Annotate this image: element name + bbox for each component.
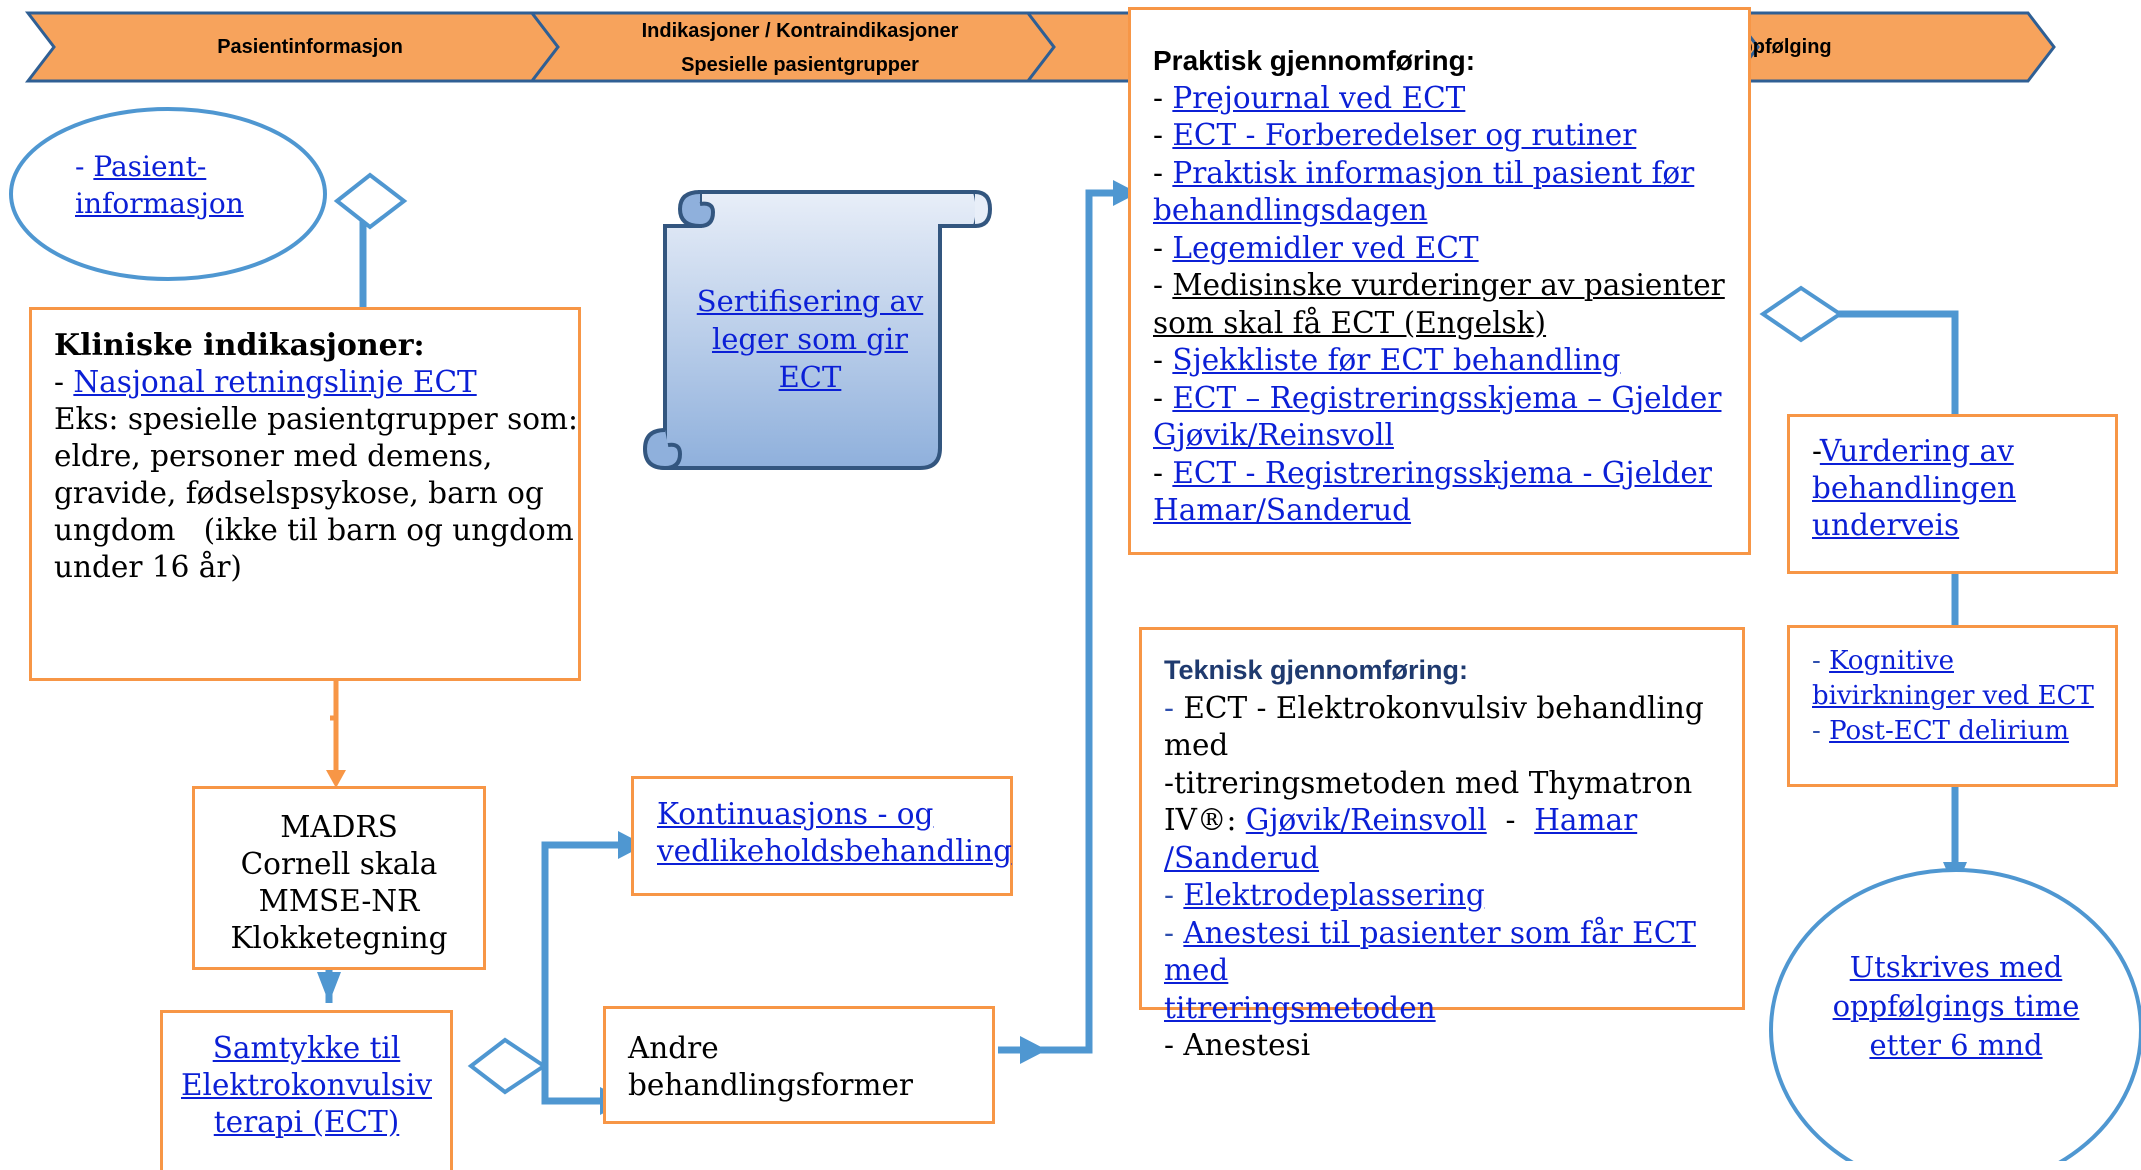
- teknisk-t3-sep: -: [1486, 803, 1535, 837]
- banner-stage-oppfolging-label: Oppfølging: [1745, 36, 1832, 58]
- praktisk-dash: -: [1153, 455, 1173, 490]
- praktisk-info-link[interactable]: Praktisk informasjon til pasient før: [1172, 155, 1695, 190]
- teknisk-dash: -: [1164, 690, 1184, 725]
- kliniske-line: under 16 år): [54, 550, 242, 584]
- post-ect-delirium-link[interactable]: Post-ECT delirium: [1829, 716, 2070, 746]
- registreringsskjema-hamar-link[interactable]: ECT - Registreringsskjema - Gjelder: [1172, 455, 1712, 490]
- andre-behandlingsformer-box: Andre behandlingsformer: [603, 1006, 995, 1124]
- banner-stage-indikasjoner[interactable]: Indikasjoner / Kontraindikasjoner Spesie…: [570, 14, 1030, 82]
- pasientinfo-prefix: -: [75, 150, 94, 183]
- andre-line1: Andre: [628, 1031, 719, 1065]
- utskrives-ellipse: [1769, 868, 2141, 1161]
- samtykke-box: Samtykke til Elektrokonvulsiv terapi (EC…: [160, 1010, 453, 1170]
- scale-klokketegning: Klokketegning: [230, 921, 448, 955]
- kliniske-title: Kliniske indikasjoner:: [54, 328, 425, 363]
- praktisk-dash: -: [1153, 80, 1173, 115]
- utskrives-link-line2[interactable]: oppfølgings time: [1832, 989, 2080, 1023]
- banner-stage-oppfolging[interactable]: Oppfølging: [1745, 30, 1875, 64]
- pasientinfo-ellipse: [9, 107, 327, 281]
- banner-stage-pasientinformasjon[interactable]: Pasientinformasjon: [217, 36, 403, 58]
- utskrives-link[interactable]: Utskrives med: [1849, 950, 2063, 984]
- thymatron-hamar-link[interactable]: Hamar: [1534, 803, 1638, 837]
- teknisk-t2: -titreringsmetoden med Thymatron: [1164, 765, 1693, 800]
- vurdering-prefix: -: [1812, 434, 1820, 468]
- banner-chevron-4: [1728, 11, 2056, 83]
- bivirkninger-box: - Kognitive bivirkninger ved ECT - Post-…: [1787, 625, 2118, 787]
- teknisk-t1: ECT - Elektrokonvulsiv behandling med: [1164, 690, 1704, 763]
- kontinuasjon-box: Kontinuasjons - og vedlikeholdsbehandlin…: [631, 776, 1013, 896]
- praktisk-dash: -: [1153, 230, 1173, 265]
- scroll-shape: [642, 190, 993, 471]
- bivirkning-dash: -: [1812, 646, 1830, 676]
- praktisk-gjennomforing-box: Praktisk gjennomføring: - Prejournal ved…: [1128, 7, 1751, 555]
- pasientinfo-link[interactable]: Pasient-: [93, 150, 207, 183]
- kontinuasjon-link-line2[interactable]: vedlikeholdsbehandling: [657, 834, 1012, 868]
- praktisk-dash: -: [1153, 343, 1173, 377]
- pasientinfo-link-line2[interactable]: informasjon: [75, 187, 244, 220]
- scale-mmse: MMSE-NR: [258, 884, 420, 918]
- sertifisering-text: Sertifisering av leger som gir ECT: [680, 282, 940, 396]
- medisinske-vurderinger-link-line2[interactable]: som skal få ECT (Engelsk): [1153, 305, 1547, 340]
- praktisk-dash: -: [1153, 118, 1173, 152]
- kliniske-line: gravide, fødselspsykose, barn og: [54, 476, 544, 510]
- teknisk-title: Teknisk gjennomføring:: [1164, 655, 1469, 685]
- bivirkning-dash: -: [1812, 716, 1830, 746]
- decision-diamond-right: [1759, 285, 1844, 343]
- samtykke-link-line2[interactable]: Elektrokonvulsiv: [181, 1068, 432, 1102]
- forberedelser-link[interactable]: ECT - Forberedelser og rutiner: [1172, 118, 1637, 152]
- teknisk-anestesi: - Anestesi: [1164, 1028, 1311, 1062]
- kliniske-line: eldre, personer med demens,: [54, 439, 493, 473]
- medisinske-vurderinger-link[interactable]: Medisinske vurderinger av pasienter: [1172, 268, 1725, 302]
- legemidler-link[interactable]: Legemidler ved ECT: [1172, 230, 1479, 265]
- samtykke-link-line3[interactable]: terapi (ECT): [213, 1105, 400, 1139]
- vurdering-link-line3[interactable]: underveis: [1812, 508, 1960, 542]
- andre-line2: behandlingsformer: [628, 1068, 914, 1102]
- teknisk-dash: -: [1164, 915, 1184, 950]
- registreringsskjema-hamar-link-line2[interactable]: Hamar/Sanderud: [1153, 493, 1412, 527]
- banner-stage-indikasjoner-line1: Indikasjoner / Kontraindikasjoner: [641, 20, 959, 42]
- kliniske-item1-prefix: -: [54, 365, 74, 399]
- anestesi-titrering-link[interactable]: Anestesi til pasienter som får ECT med: [1164, 915, 1696, 988]
- vurdering-box: -Vurdering av behandlingen underveis: [1787, 414, 2118, 574]
- vurdering-link-line2[interactable]: behandlingen: [1812, 471, 2017, 505]
- teknisk-t3-prefix: IV®:: [1164, 803, 1246, 837]
- decision-diamond-top: [333, 172, 408, 230]
- praktisk-dash: -: [1153, 268, 1173, 302]
- banner-stage-indikasjoner-line2: Spesielle pasientgrupper: [681, 54, 919, 76]
- samtykke-link[interactable]: Samtykke til: [212, 1031, 401, 1065]
- kognitive-bivirkninger-link-line2[interactable]: bivirkninger ved ECT: [1812, 681, 2094, 711]
- elektrodeplassering-link[interactable]: Elektrodeplassering: [1183, 878, 1485, 912]
- scale-madrs: MADRS: [280, 810, 398, 844]
- decision-diamond-bottom: [467, 1037, 548, 1095]
- registreringsskjema-gjovik-link[interactable]: ECT – Registreringsskjema – Gjelder: [1172, 380, 1722, 415]
- anestesi-titrering-link-line2[interactable]: titreringsmetoden: [1164, 990, 1436, 1025]
- sertifisering-link[interactable]: Sertifisering av: [696, 284, 924, 318]
- sjekkliste-link[interactable]: Sjekkliste før ECT behandling: [1172, 343, 1621, 377]
- praktisk-dash: -: [1153, 380, 1173, 415]
- teknisk-dash: -: [1164, 878, 1184, 912]
- vurdering-link[interactable]: Vurdering av: [1819, 434, 2014, 468]
- utskrives-text: Utskrives med oppfølgings time etter 6 m…: [1800, 948, 2112, 1065]
- utskrives-link-line3[interactable]: etter 6 mnd: [1869, 1028, 2043, 1062]
- kliniske-indikasjoner-box: Kliniske indikasjoner: - Nasjonal retnin…: [29, 307, 581, 681]
- kontinuasjon-link[interactable]: Kontinuasjons - og: [657, 797, 934, 831]
- sertifisering-link-line3[interactable]: ECT: [778, 360, 842, 394]
- praktisk-title: Praktisk gjennomføring:: [1153, 45, 1476, 76]
- scale-cornell: Cornell skala: [240, 847, 438, 881]
- thymatron-gjovik-link[interactable]: Gjøvik/Reinsvoll: [1245, 803, 1487, 837]
- registreringsskjema-gjovik-link-line2[interactable]: Gjøvik/Reinsvoll: [1153, 418, 1394, 452]
- kliniske-line: Eks: spesielle pasientgrupper som:: [54, 402, 578, 436]
- nasjonal-retningslinje-link[interactable]: Nasjonal retningslinje ECT: [73, 365, 477, 399]
- kognitive-bivirkninger-link[interactable]: Kognitive: [1829, 646, 1954, 676]
- pasientinfo-text: - Pasient- informasjon: [75, 148, 285, 222]
- teknisk-gjennomforing-box: Teknisk gjennomføring: - ECT - Elektroko…: [1139, 627, 1745, 1062]
- scales-box: MADRS Cornell skala MMSE-NR Klokketegnin…: [192, 786, 486, 970]
- thymatron-hamar-link-line2[interactable]: /Sanderud: [1164, 840, 1320, 875]
- sertifisering-link-line2[interactable]: leger som gir: [711, 322, 908, 356]
- praktisk-dash: -: [1153, 155, 1173, 190]
- prejournal-link[interactable]: Prejournal ved ECT: [1172, 80, 1466, 115]
- praktisk-info-link-line2[interactable]: behandlingsdagen: [1153, 193, 1428, 227]
- kliniske-line: ungdom (ikke til barn og ungdom: [54, 513, 574, 547]
